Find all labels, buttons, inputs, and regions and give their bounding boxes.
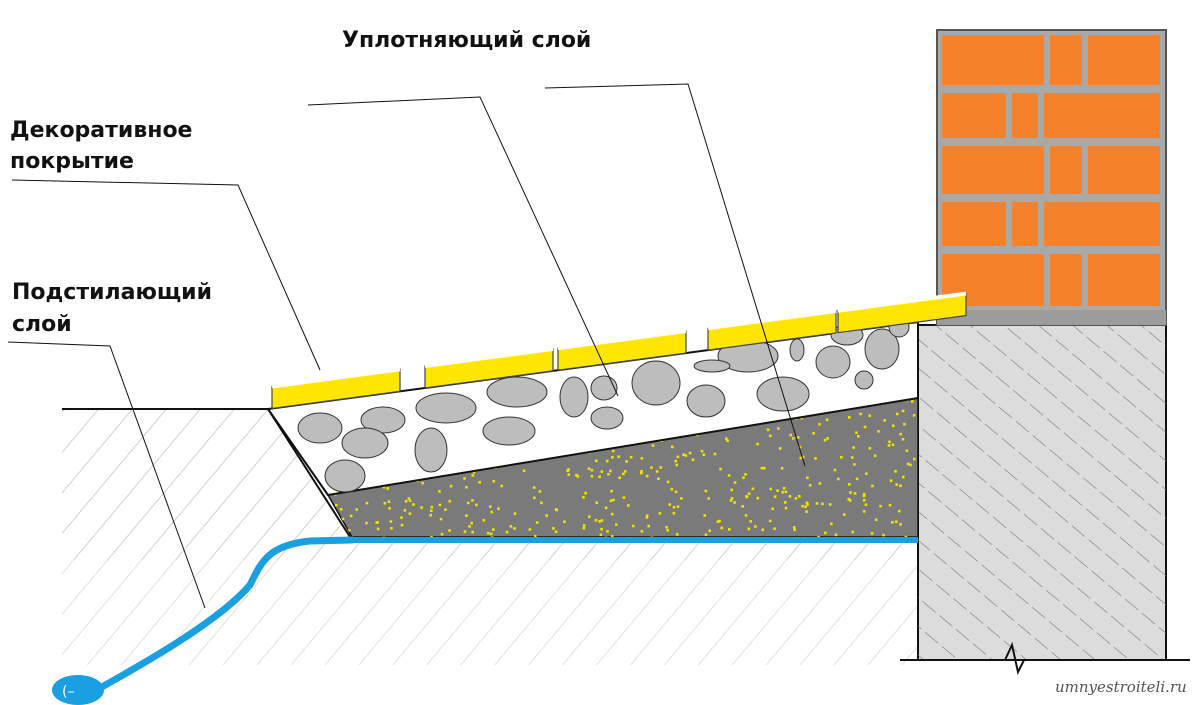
leader-decorative: [11, 179, 321, 371]
brick: [1050, 35, 1082, 85]
label-compaction-layer: Уплотняющий слой: [342, 28, 592, 53]
gravel-stone: [686, 384, 726, 418]
foundation: [900, 324, 1190, 675]
label-underlay-line1: Подстилающий: [12, 280, 212, 305]
gravel-stone: [414, 427, 448, 473]
brick: [942, 146, 1044, 194]
gravel-stone: [297, 412, 343, 444]
gravel-stone: [815, 345, 851, 379]
brick: [1012, 202, 1038, 246]
decorative-tiles: [271, 291, 967, 410]
drain-pipe-outlet: [52, 675, 104, 705]
brick: [1044, 202, 1160, 246]
label-decorative-line1: Декоративное: [10, 118, 193, 143]
brick: [942, 93, 1006, 138]
gravel-stone: [789, 338, 805, 362]
gravel-stone: [631, 360, 681, 406]
leader-underlay: [7, 341, 206, 609]
brick: [1012, 93, 1038, 138]
leader-compaction-2: [544, 83, 806, 467]
gravel-stone: [693, 359, 731, 373]
gravel-stone: [559, 376, 589, 418]
brick-wall: [936, 29, 1167, 326]
leader-compaction-1: [307, 96, 619, 397]
soil-hatching: [0, 410, 918, 705]
gravel-stone: [324, 459, 366, 493]
brick: [1088, 146, 1160, 194]
label-decorative-line2: покрытие: [10, 149, 134, 174]
gravel-stone: [590, 375, 618, 401]
watermark: umnyestroiteli.ru: [1055, 678, 1187, 696]
label-underlay-line2: слой: [12, 312, 72, 337]
brick: [1088, 35, 1160, 85]
gravel-stone: [360, 406, 406, 434]
gravel-stone: [341, 427, 389, 459]
gravel-stone: [864, 328, 900, 370]
brick: [1044, 93, 1160, 138]
gravel-stone: [590, 406, 624, 430]
drain-pipe: (–: [52, 536, 918, 705]
gravel-layer: [266, 316, 919, 497]
svg-text:(–: (–: [62, 684, 74, 700]
gravel-stone: [486, 376, 548, 408]
leader-lines: [7, 83, 806, 609]
brick: [1088, 254, 1160, 306]
gravel-stone: [415, 392, 477, 424]
brick: [942, 202, 1006, 246]
gravel-stone: [482, 416, 536, 446]
brick: [1050, 146, 1082, 194]
gravel-stone: [854, 370, 874, 390]
brick: [942, 35, 1044, 85]
brick: [1050, 254, 1082, 306]
